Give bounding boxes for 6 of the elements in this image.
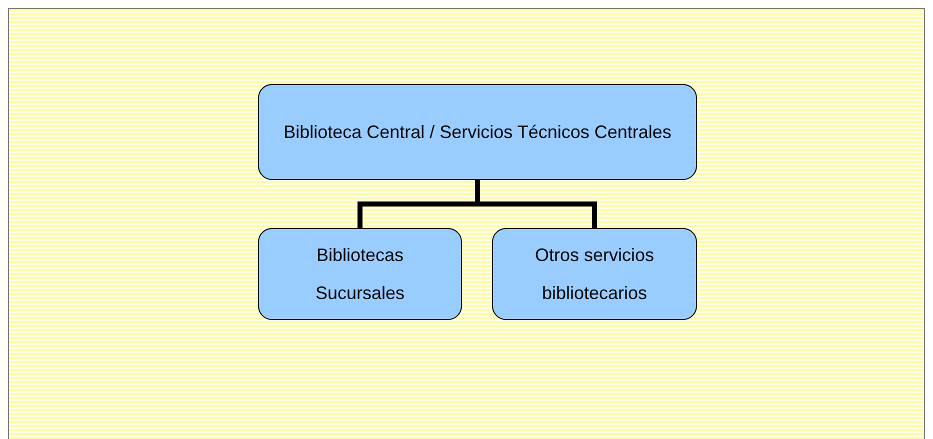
box-label: Bibliotecas Sucursales — [314, 244, 406, 305]
box-label: Biblioteca Central / Servicios Técnicos Centrales — [284, 121, 672, 144]
org-box — [492, 228, 697, 320]
box-label: Otros servicios bibliotecarios — [534, 244, 656, 305]
org-box — [258, 84, 697, 180]
org-box — [258, 228, 462, 320]
